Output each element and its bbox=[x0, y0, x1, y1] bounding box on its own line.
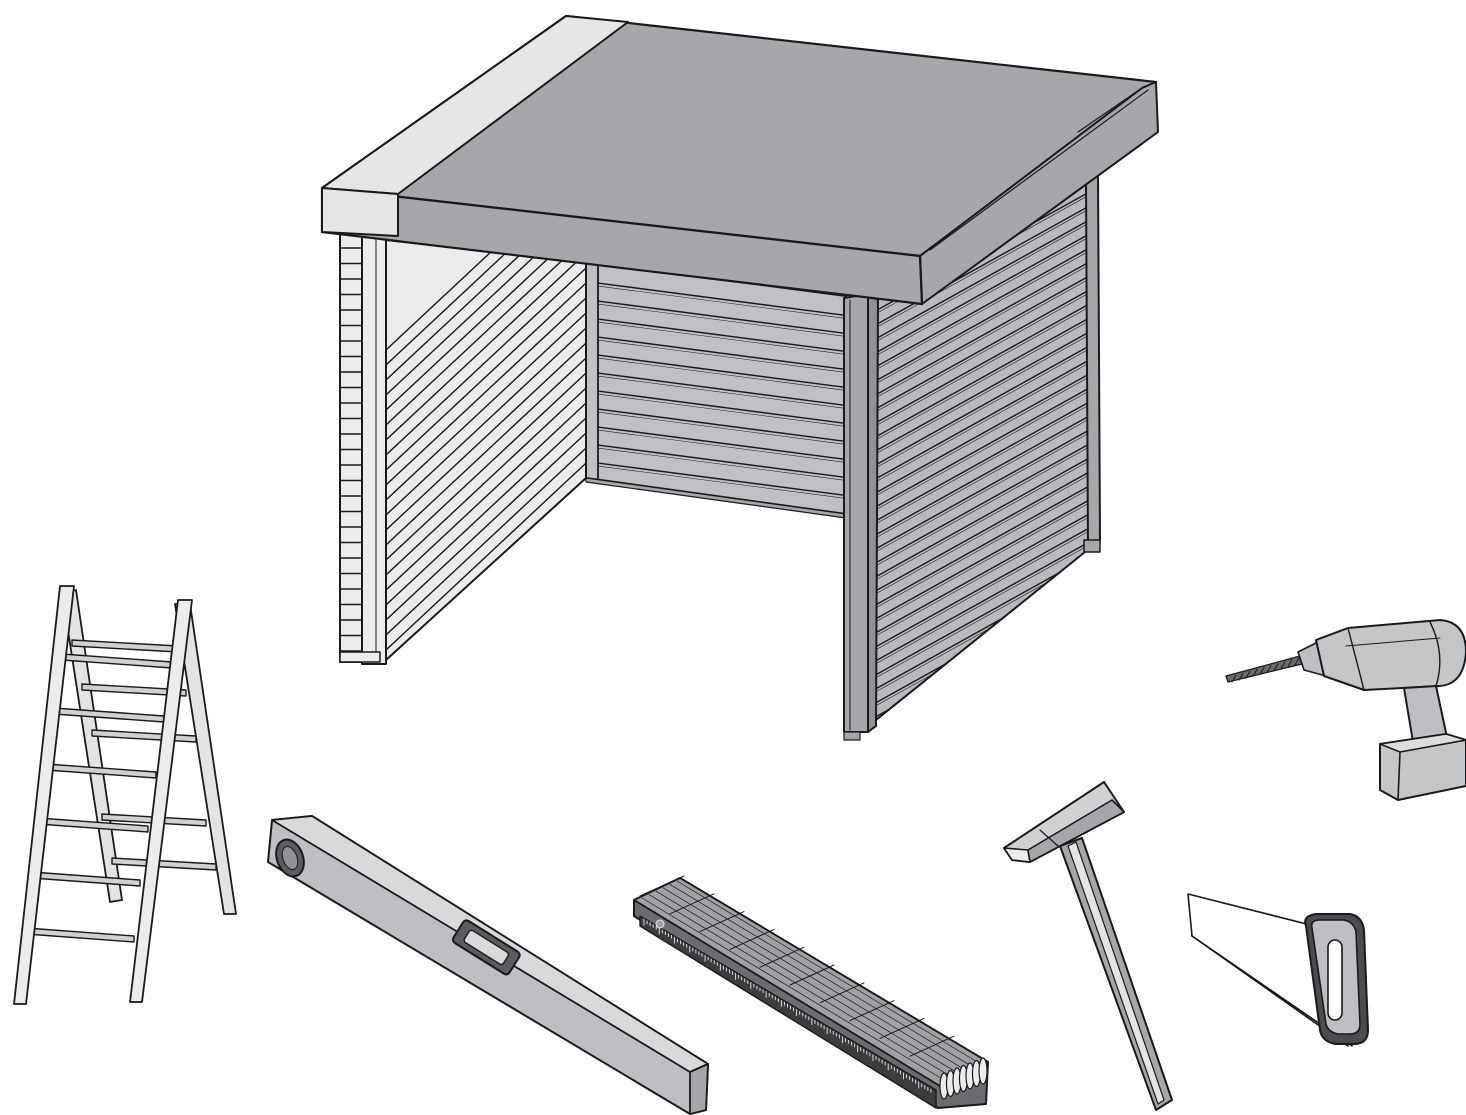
saw-icon bbox=[1187, 893, 1369, 1047]
folding-rule-icon bbox=[633, 875, 989, 1109]
right-front-post bbox=[843, 293, 879, 741]
cordless-drill-icon bbox=[1225, 619, 1466, 801]
carport-shelter bbox=[320, 14, 1159, 741]
left-front-post bbox=[339, 231, 387, 665]
back-wall bbox=[585, 261, 847, 519]
spirit-level-icon bbox=[267, 815, 709, 1115]
right-side-wall bbox=[875, 171, 1101, 721]
hammer-icon bbox=[1003, 781, 1173, 1111]
roof bbox=[320, 14, 1159, 306]
ladder-icon bbox=[13, 585, 237, 1005]
